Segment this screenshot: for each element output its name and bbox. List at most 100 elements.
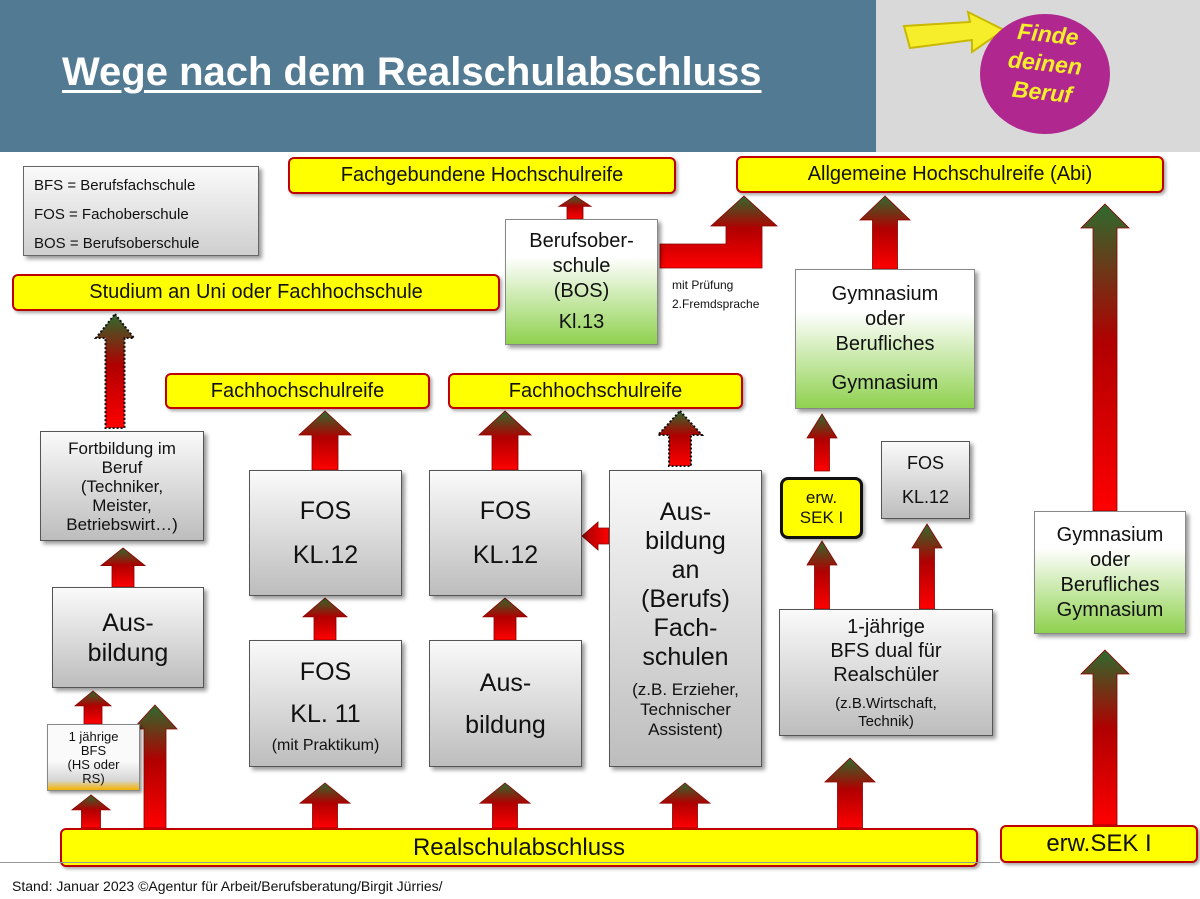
- target-fachgebundene-hochschulreife: Fachgebundene Hochschulreife: [288, 157, 676, 194]
- box-text: (Berufs): [641, 584, 730, 613]
- box-text: an: [671, 555, 700, 584]
- logo-circle: [980, 14, 1110, 134]
- box-text: KL.12: [901, 487, 950, 507]
- box-erw-sek-small: erw. SEK I: [780, 477, 863, 539]
- box-text: KL.12: [472, 541, 539, 569]
- box-text: Fach-: [653, 613, 718, 642]
- logo-arrow-icon: [902, 10, 1006, 54]
- box-text: Aus-: [479, 668, 532, 697]
- box-text: Betriebswirt…): [66, 514, 178, 534]
- box-text: schulen: [642, 642, 729, 671]
- box-text: (BOS): [553, 280, 610, 302]
- legend: BFS = Berufsfachschule FOS = Fachobersch…: [23, 166, 259, 256]
- up-arrow-icon: [557, 195, 593, 220]
- box-text: Gymnasium: [831, 283, 939, 305]
- box-text: FOS: [299, 657, 352, 686]
- up-arrow-icon: [70, 794, 112, 829]
- footer-divider: [0, 862, 1000, 863]
- box-bfs-dual: 1-jährige BFS dual für Realschüler (z.B.…: [779, 609, 993, 736]
- box-text: Assistent): [648, 719, 723, 739]
- left-arrow-icon: [581, 521, 610, 551]
- box-text: bildung: [87, 638, 169, 667]
- box-gymnasium-right: Gymnasium oder Berufliches Gymnasium: [1034, 511, 1186, 634]
- box-text: oder: [864, 308, 906, 330]
- box-text: Technischer: [640, 699, 731, 719]
- up-arrow-icon: [73, 690, 113, 725]
- box-text: Gymnasium: [831, 372, 939, 394]
- target-fachhochschulreife-2: Fachhochschulreife: [448, 373, 743, 409]
- box-text: KL. 11: [290, 699, 361, 728]
- box-text: Beruf: [101, 457, 143, 477]
- box-text: Aus-: [102, 608, 154, 637]
- box-text: 1 jährige: [68, 728, 119, 744]
- target-studium: Studium an Uni oder Fachhochschule: [12, 274, 500, 311]
- box-text: BFS dual für: [830, 639, 942, 662]
- target-realschulabschluss: Realschulabschluss: [60, 828, 978, 867]
- up-arrow-icon: [99, 547, 147, 588]
- box-fos-kl12-a: FOS KL.12: [249, 470, 402, 596]
- box-text: Fortbildung im: [68, 438, 176, 458]
- up-arrow-icon: [1080, 649, 1130, 826]
- box-text: (Techniker,: [80, 476, 164, 496]
- box-ausbildung-mid: Aus- bildung: [429, 640, 582, 767]
- up-arrow-icon: [911, 523, 943, 610]
- header-banner: [0, 0, 876, 152]
- box-text: bildung: [465, 710, 546, 739]
- legend-item-bos: BOS = Berufsoberschule: [34, 235, 200, 252]
- box-text: Berufliches: [835, 333, 935, 355]
- note-text: 2.Fremdsprache: [672, 297, 760, 311]
- box-fortbildung: Fortbildung im Beruf (Techniker, Meister…: [40, 431, 204, 541]
- up-arrow-icon: [655, 409, 705, 467]
- up-arrow-icon: [806, 540, 838, 610]
- box-text: FOS: [906, 453, 944, 473]
- box-text: Technik): [858, 712, 914, 730]
- box-fos-kl12-c: FOS KL.12: [881, 441, 970, 519]
- box-ausbildung-left: Aus- bildung: [52, 587, 204, 688]
- box-text: Meister,: [92, 495, 152, 515]
- box-text: erw.: [805, 488, 838, 507]
- box-text: Gymnasium: [1056, 523, 1164, 546]
- up-arrow-icon: [859, 195, 911, 270]
- box-text: (z.B.Wirtschaft,: [835, 694, 937, 712]
- box-text: Berufliches: [1060, 573, 1160, 596]
- page-title: Wege nach dem Realschulabschluss: [62, 50, 762, 94]
- note-text: mit Prüfung: [672, 278, 734, 292]
- box-text: BFS: [80, 742, 107, 758]
- up-arrow-icon: [301, 597, 349, 641]
- box-bos: Berufsober- schule (BOS) Kl.13: [505, 219, 658, 345]
- up-arrow-icon: [658, 782, 712, 829]
- target-allgemeine-hochschulreife: Allgemeine Hochschulreife (Abi): [736, 156, 1164, 193]
- box-text: Aus-: [659, 497, 712, 526]
- up-arrow-icon: [478, 782, 532, 829]
- up-arrow-icon: [824, 757, 876, 829]
- target-fachhochschulreife-1: Fachhochschulreife: [165, 373, 430, 409]
- bos-note: mit Prüfung 2.Fremdsprache: [672, 276, 759, 314]
- box-text: (mit Praktikum): [271, 736, 380, 754]
- box-fos-kl12-b: FOS KL.12: [429, 470, 582, 596]
- legend-item-fos: FOS = Fachoberschule: [34, 206, 189, 223]
- box-text: Berufsober-: [529, 230, 634, 252]
- up-arrow-icon: [806, 413, 838, 472]
- up-arrow-icon: [1080, 203, 1130, 512]
- box-text: (HS oder: [67, 756, 120, 772]
- bent-arrow-icon: [659, 195, 779, 269]
- up-arrow-icon: [477, 410, 533, 471]
- footer-credit: Stand: Januar 2023 ©Agentur für Arbeit/B…: [12, 878, 443, 894]
- target-erw-sek: erw.SEK I: [1000, 825, 1198, 863]
- box-text: 1-jährige: [847, 615, 925, 638]
- up-arrow-icon: [481, 597, 529, 641]
- box-text: Realschüler: [833, 663, 939, 686]
- box-bfs-1jaehrig: 1 jährige BFS (HS oder RS): [47, 724, 140, 791]
- box-text: Gymnasium: [1056, 598, 1164, 621]
- box-text: schule: [552, 255, 611, 277]
- up-arrow-icon: [297, 410, 353, 471]
- box-gymnasium-top: Gymnasium oder Berufliches Gymnasium: [795, 269, 975, 409]
- box-fos-kl11: FOS KL. 11 (mit Praktikum): [249, 640, 402, 767]
- box-text: FOS: [299, 497, 352, 525]
- box-fachschulen: Aus- bildung an (Berufs) Fach- schulen (…: [609, 470, 762, 767]
- box-text: oder: [1089, 548, 1131, 571]
- box-text: RS): [82, 770, 105, 786]
- up-arrow-icon: [93, 312, 137, 429]
- up-arrow-icon: [298, 782, 352, 829]
